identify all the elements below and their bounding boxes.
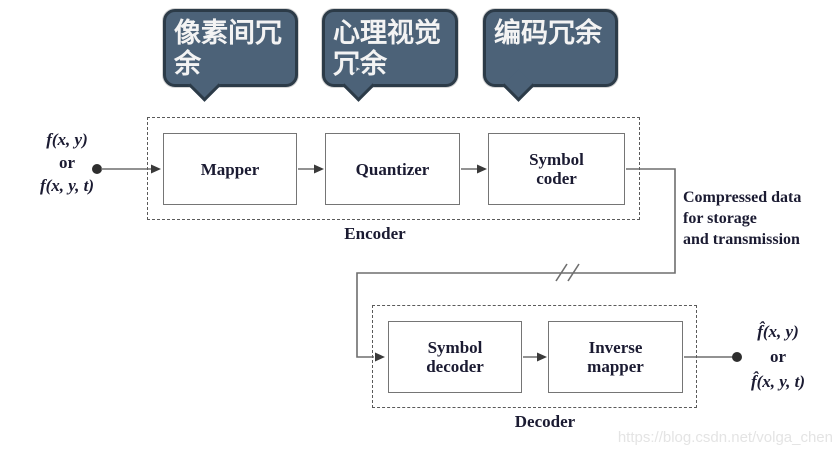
block-symbol-decoder: Symbol decoder bbox=[388, 321, 522, 393]
output-line-1: f̂(x, y) bbox=[757, 322, 799, 341]
callout-label: 心理视觉冗余 bbox=[333, 18, 441, 79]
decoder-dashed-group bbox=[372, 305, 697, 408]
callout-interpixel-redundancy: 像素间冗余 bbox=[163, 9, 298, 102]
input-line-1: f(x, y) bbox=[46, 130, 88, 149]
compressed-data-note: Compressed data for storage and transmis… bbox=[683, 189, 802, 248]
callout-psychovisual-redundancy: 心理视觉冗余 bbox=[322, 9, 458, 102]
block-inverse-mapper: Inverse mapper bbox=[548, 321, 683, 393]
watermark-url: https://blog.csdn.net/volga_chen bbox=[617, 429, 833, 446]
encoder-dashed-group bbox=[147, 117, 640, 220]
block-label: Mapper bbox=[200, 159, 260, 179]
input-line-2: or bbox=[58, 153, 76, 172]
block-label: Symbol coder bbox=[529, 150, 584, 188]
input-line-3: f(x, y, t) bbox=[39, 176, 95, 195]
block-mapper: Mapper bbox=[163, 133, 297, 205]
block-symbol-coder: Symbol coder bbox=[488, 133, 625, 205]
output-line-2: or bbox=[769, 347, 787, 366]
output-line-3: f̂(x, y, t) bbox=[750, 372, 806, 391]
block-label: Quantizer bbox=[355, 159, 430, 179]
block-label: Inverse mapper bbox=[587, 338, 644, 376]
decoder-label: Decoder bbox=[514, 412, 576, 431]
input-arrowhead bbox=[151, 164, 161, 174]
output-node-dot bbox=[732, 352, 742, 362]
callout-label: 像素间冗余 bbox=[174, 18, 282, 79]
channel-arrowhead bbox=[375, 352, 385, 362]
callout-label: 编码冗余 bbox=[494, 18, 602, 48]
mapper-quantizer-arrowhead bbox=[314, 164, 324, 174]
encoder-label: Encoder bbox=[344, 224, 406, 243]
transmission-break-mark bbox=[555, 263, 568, 282]
block-quantizer: Quantizer bbox=[325, 133, 460, 205]
block-label: Symbol decoder bbox=[426, 338, 484, 376]
input-node-dot bbox=[92, 164, 102, 174]
input-signal-label: f(x, y) or f(x, y, t) bbox=[14, 128, 120, 197]
callout-coding-redundancy: 编码冗余 bbox=[483, 9, 618, 102]
symboldecoder-inversemapper-arrowhead bbox=[537, 352, 547, 362]
channel-line bbox=[356, 168, 676, 358]
output-signal-label: f̂(x, y) or f̂(x, y, t) bbox=[726, 319, 830, 394]
quantizer-symbolcoder-arrowhead bbox=[477, 164, 487, 174]
transmission-break-mark bbox=[567, 263, 580, 282]
